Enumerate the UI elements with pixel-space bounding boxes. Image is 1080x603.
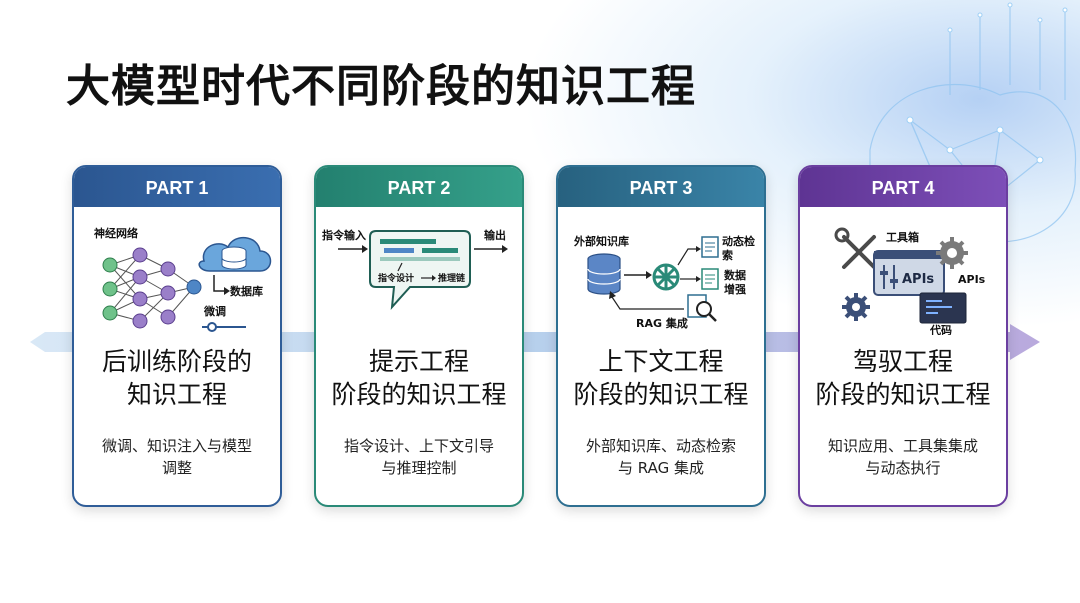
- card-header-part-4: PART 4: [800, 167, 1006, 207]
- neural-network-icon: 神经网络 数据库 微调: [94, 226, 272, 332]
- label-augment-2: 增强: [724, 282, 746, 296]
- label-apis-main: APIs: [902, 272, 934, 287]
- label-retrieval-2: 索: [722, 248, 733, 262]
- label-retrieval-1: 动态检: [722, 234, 755, 248]
- card-title-2: 提示工程阶段的知识工程: [331, 347, 507, 409]
- card-header-part-3: PART 3: [558, 167, 764, 207]
- rag-retrieval-icon: 外部知识库 动态检 索 数据 增强 RAG 集成: [573, 234, 755, 330]
- label-augment-1: 数据: [724, 268, 746, 282]
- card-header-part-2: PART 2: [316, 167, 522, 207]
- label-toolbox: 工具箱: [886, 230, 919, 244]
- label-code: 代码: [929, 323, 952, 335]
- label-chain: 推理链: [438, 272, 466, 284]
- stage-card-1: PART 1 神经网络 数据库 微调 后训练阶段的知识工程: [72, 165, 282, 507]
- card-title-1: 后训练阶段的知识工程: [101, 347, 252, 409]
- card-desc-3: 外部知识库、动态检索与 RAG 集成: [585, 437, 736, 477]
- label-rag: RAG 集成: [636, 316, 688, 330]
- label-apis-side: APIs: [958, 273, 986, 286]
- prompt-bubble-icon: 指令输入 输出 指令设计 推理链: [322, 228, 508, 310]
- page-title: 大模型时代不同阶段的知识工程: [66, 61, 696, 112]
- label-output: 输出: [484, 228, 506, 242]
- toolbox-api-icon: 工具箱 APIs APIs 代码: [834, 227, 986, 335]
- stage-card-3: PART 3 外部知识库 动态检 索 数据 增强 RAG 集成 上下文: [556, 165, 766, 507]
- stage-card-2: PART 2 指令输入 输出 指令设计 推理链 提示工程阶段的知识工程 指令设计…: [314, 165, 524, 507]
- label-design: 指令设计: [378, 272, 414, 284]
- flow-arrow: [30, 324, 1040, 360]
- card-desc-4: 知识应用、工具集集成与动态执行: [827, 437, 978, 477]
- card-desc-2: 指令设计、上下文引导与推理控制: [343, 437, 494, 477]
- card-header-part-1: PART 1: [74, 167, 280, 207]
- stage-card-4: PART 4 工具箱 APIs APIs: [798, 165, 1008, 507]
- label-network: 神经网络: [94, 226, 138, 240]
- card-title-4: 驾驭工程阶段的知识工程: [815, 347, 991, 409]
- card-title-3: 上下文工程阶段的知识工程: [573, 347, 749, 409]
- label-database: 数据库: [230, 284, 263, 298]
- label-kb: 外部知识库: [573, 234, 629, 248]
- card-desc-1: 微调、知识注入与模型调整: [101, 437, 252, 477]
- label-input: 指令输入: [322, 228, 366, 242]
- label-finetune: 微调: [203, 304, 226, 318]
